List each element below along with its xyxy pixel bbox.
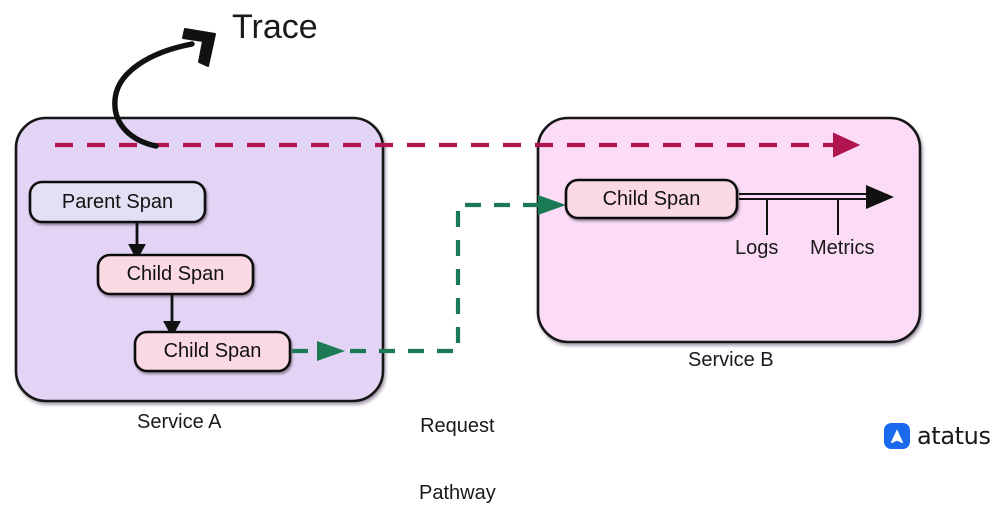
service-a-label: Service A (137, 411, 222, 433)
signals-arrowhead (866, 185, 894, 209)
trace-callout-arrow (112, 41, 195, 149)
request-pathway-label-line1: Request (420, 414, 495, 437)
request-pathway-line (292, 202, 546, 354)
trace-label: Trace (232, 8, 318, 46)
trace-callout-arrowhead (182, 28, 216, 67)
request-pathway-arrowhead-a (317, 341, 345, 361)
request-pathway-label-line2: Pathway (419, 481, 496, 504)
service-b-container[interactable] (536, 116, 922, 344)
metrics-label: Metrics (810, 237, 875, 259)
atatus-triangle-icon (884, 423, 910, 449)
child-span-1-box[interactable] (96, 253, 255, 296)
request-pathway-arrowhead-b (538, 195, 566, 215)
service-b-label: Service B (688, 349, 774, 371)
parent-span-box[interactable] (28, 180, 207, 224)
request-pathway-label: Request Pathway (419, 370, 496, 527)
atatus-wordmark: atatus (917, 422, 991, 450)
service-b-child-span-box[interactable] (564, 178, 739, 220)
diagram-canvas (14, 28, 922, 403)
logs-label: Logs (735, 237, 779, 259)
atatus-brand: atatus (884, 422, 991, 450)
child-span-2-box[interactable] (133, 330, 292, 373)
